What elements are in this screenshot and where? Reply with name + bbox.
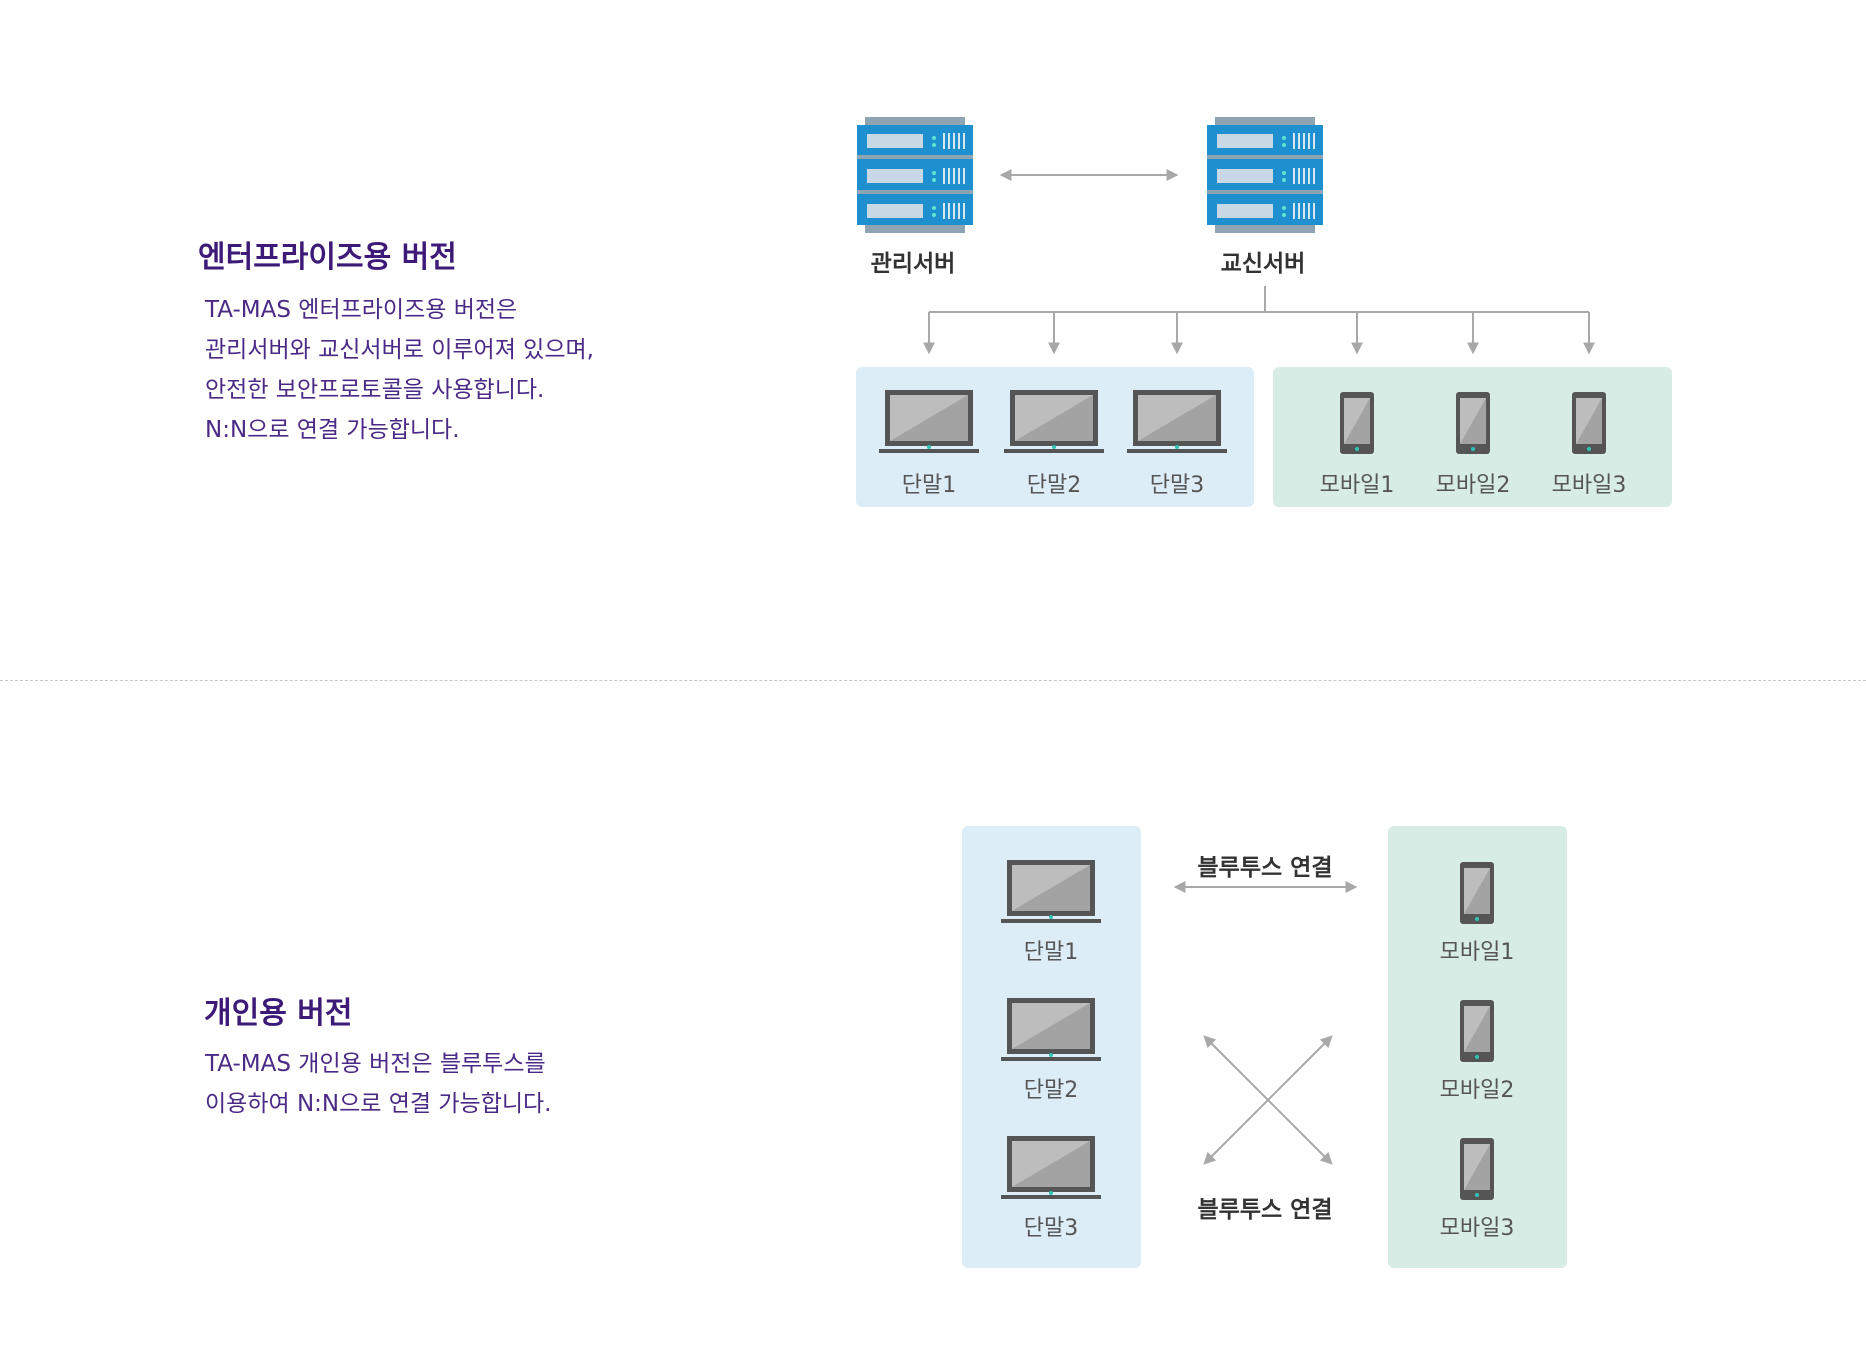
phone-icon <box>1460 1138 1494 1200</box>
monitor-icon <box>879 390 979 453</box>
mobile-label: 모바일3 <box>1439 1216 1515 1241</box>
enterprise-desc-line: N:N으로 연결 가능합니다. <box>205 417 460 443</box>
server-label: 관리서버 <box>870 251 956 277</box>
personal-description: TA-MAS 개인용 버전은 블루투스를 이용하여 N:N으로 연결 가능합니다… <box>205 1044 551 1124</box>
mobile-label: 모바일2 <box>1435 473 1511 498</box>
monitor-icon <box>1127 390 1227 453</box>
monitor-icon <box>1001 998 1101 1061</box>
management-server-icon <box>857 117 973 233</box>
enterprise-description: TA-MAS 엔터프라이즈용 버전은 관리서버와 교신서버로 이루어져 있으며,… <box>205 290 594 450</box>
bluetooth-label: 블루투스 연결 <box>1197 855 1333 881</box>
enterprise-desc-line: 안전한 보안프로토콜을 사용합니다. <box>205 377 545 403</box>
monitor-icon <box>1001 860 1101 923</box>
enterprise-desc-line: TA-MAS 엔터프라이즈용 버전은 <box>205 297 518 323</box>
enterprise-desc-line: 관리서버와 교신서버로 이루어져 있으며, <box>205 337 594 363</box>
terminal-label: 단말3 <box>1023 1216 1079 1241</box>
personal-desc-line: 이용하여 N:N으로 연결 가능합니다. <box>205 1091 552 1117</box>
bluetooth-cross-arrow-icon <box>1203 1035 1333 1165</box>
phone-icon <box>1572 392 1606 454</box>
personal-desc-line: TA-MAS 개인용 버전은 블루투스를 <box>205 1051 546 1077</box>
communication-server-icon <box>1207 117 1323 233</box>
terminal-label: 단말2 <box>1026 473 1082 498</box>
mobile-label: 모바일2 <box>1439 1078 1515 1103</box>
phone-icon <box>1456 392 1490 454</box>
mobile-label: 모바일3 <box>1551 473 1627 498</box>
terminal-label: 단말1 <box>901 473 957 498</box>
enterprise-title: 엔터프라이즈용 버전 <box>198 240 457 275</box>
phone-icon <box>1460 862 1494 924</box>
monitor-icon <box>1001 1136 1101 1199</box>
section-divider <box>0 680 1866 681</box>
terminal-label: 단말3 <box>1149 473 1205 498</box>
personal-title: 개인용 버전 <box>204 996 353 1031</box>
terminal-label: 단말2 <box>1023 1078 1079 1103</box>
mobile-label: 모바일1 <box>1319 473 1395 498</box>
bluetooth-label: 블루투스 연결 <box>1197 1197 1333 1223</box>
monitor-icon <box>1004 390 1104 453</box>
server-label: 교신서버 <box>1220 251 1306 277</box>
terminal-label: 단말1 <box>1023 940 1079 965</box>
phone-icon <box>1460 1000 1494 1062</box>
mobile-label: 모바일1 <box>1439 940 1515 965</box>
distribution-tree <box>923 286 1595 355</box>
phone-icon <box>1340 392 1374 454</box>
